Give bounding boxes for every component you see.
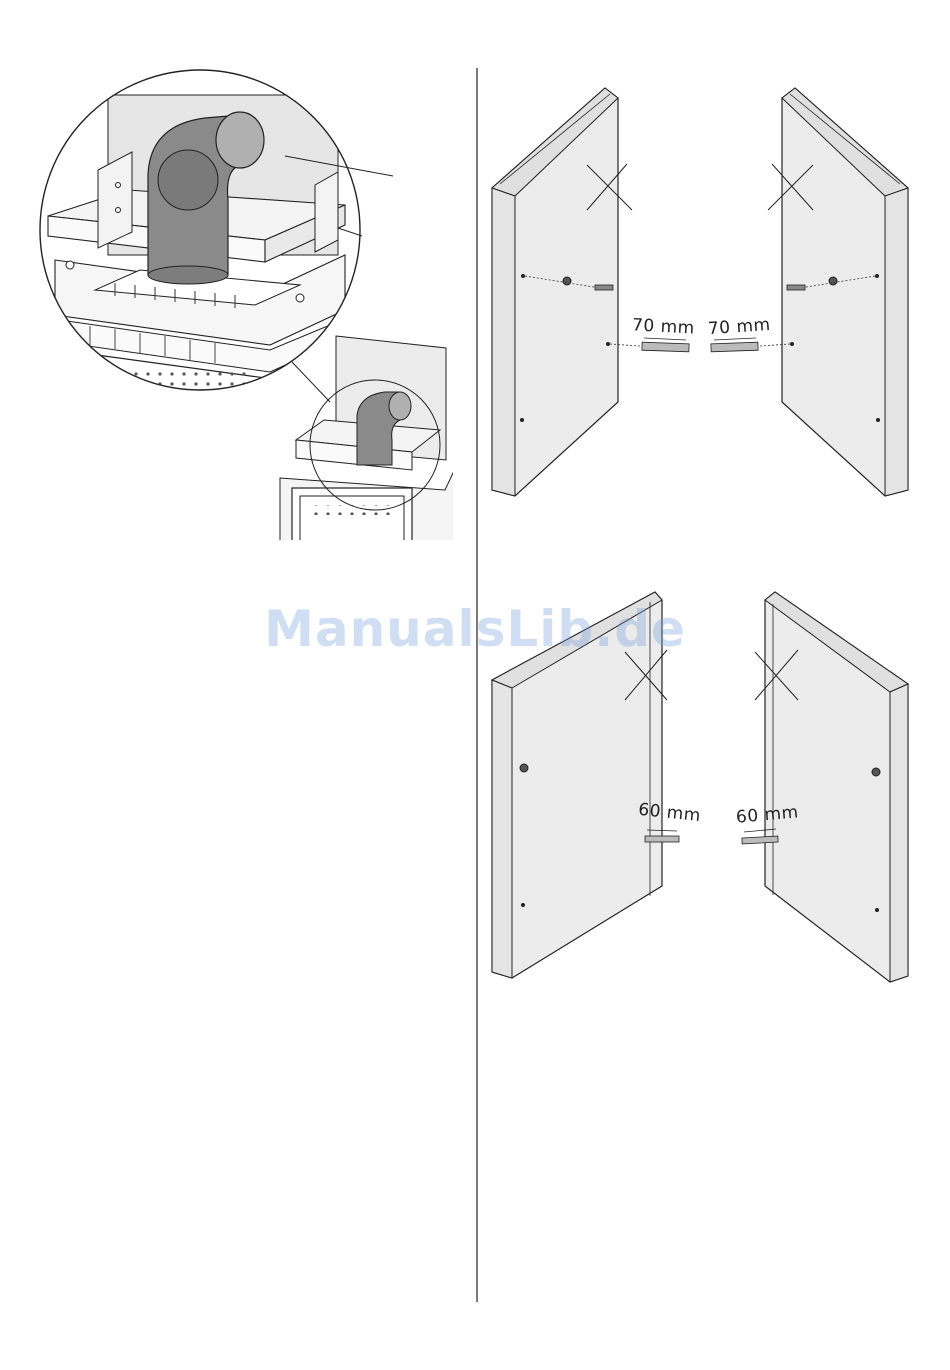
stove-overview	[280, 336, 460, 568]
screw-70mm-right	[711, 342, 758, 352]
bottom-left-panel	[492, 592, 679, 978]
top-right-panel	[711, 88, 908, 496]
screw-70mm-left	[642, 342, 689, 352]
top-left-panel	[492, 88, 689, 496]
dimension-label-70mm-right: 70 mm	[707, 315, 771, 339]
bottom-right-panel	[742, 592, 908, 982]
dimension-label-70mm-left: 70 mm	[632, 315, 696, 338]
screw-60mm-left	[645, 836, 679, 842]
